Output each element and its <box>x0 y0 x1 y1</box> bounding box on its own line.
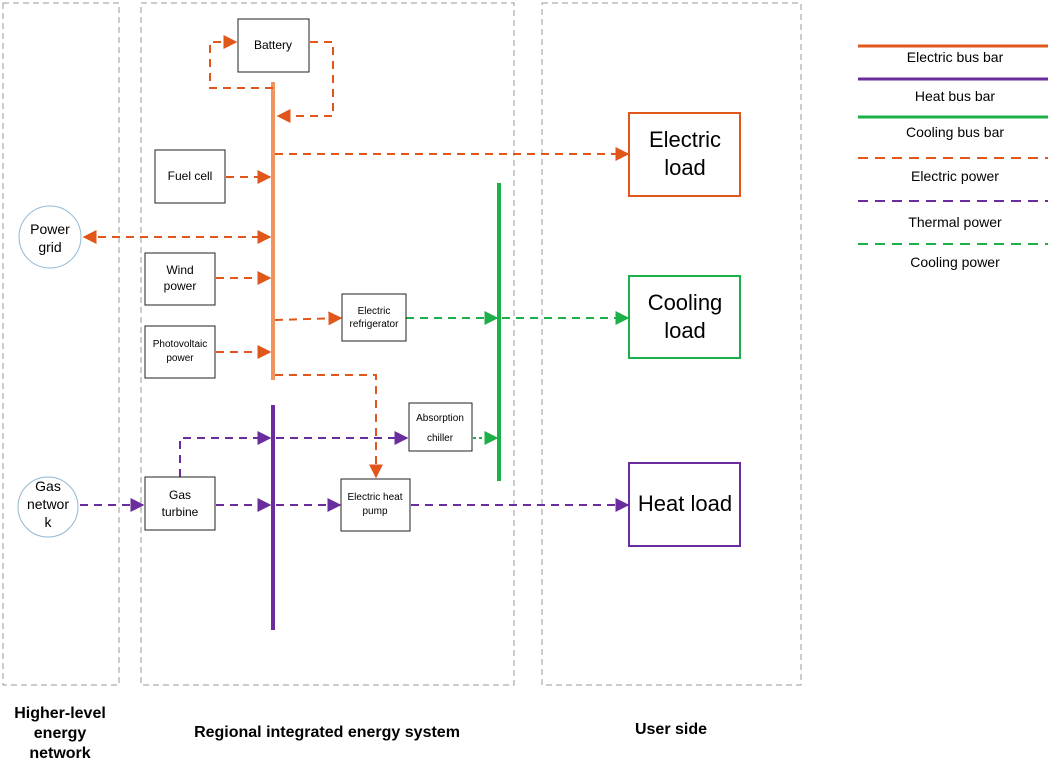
gas-turbine-box: Gas turbine <box>144 476 216 531</box>
battery-discharge-flow <box>276 41 334 123</box>
gas-turbine-label-line2: turbine <box>162 505 199 519</box>
electric-heat-pump-label-line2: pump <box>362 506 387 517</box>
electric-refrigerator-label-line1: Electric <box>358 306 391 317</box>
electric-heat-pump-box: Electric heat pump <box>340 478 411 532</box>
heat-load-box: Heat load <box>628 462 741 547</box>
electric-load-label-line1: Electric <box>649 127 721 152</box>
gas-network-label-line1: Gas <box>35 478 61 494</box>
photovoltaic-box: Photovoltaic power <box>144 325 216 379</box>
wind-power-box: Wind power <box>144 252 216 306</box>
electric-load-label-line2: load <box>664 155 706 180</box>
legend-electric-bus-label: Electric bus bar <box>907 49 1004 65</box>
absorption-chiller-label-line1: Absorption <box>416 413 464 424</box>
battery-charge-flow <box>209 35 273 89</box>
legend-electric-power-label: Electric power <box>911 168 999 184</box>
electric-heat-pump-label-line1: Electric heat <box>347 492 402 503</box>
photovoltaic-label-line2: power <box>166 353 194 364</box>
higher-level-region <box>2 2 120 686</box>
gas-network-label-line2: networ <box>27 496 69 512</box>
cooling-load-label-line1: Cooling <box>648 290 723 315</box>
fuel-cell-label: Fuel cell <box>168 169 213 183</box>
turbine-to-chiller-flow-a <box>179 431 272 477</box>
battery-box: Battery <box>237 18 310 73</box>
power-grid-label-line2: grid <box>38 239 61 255</box>
regional-system-region <box>140 2 515 686</box>
gas-network-label-line3: k <box>45 514 53 530</box>
legend-thermal-power-label: Thermal power <box>908 214 1002 230</box>
legend: Electric bus bar Heat bus bar Cooling bu… <box>858 44 1048 270</box>
heat-load-label: Heat load <box>638 491 732 516</box>
absorption-chiller-box: Absorption chiller <box>408 402 473 452</box>
wind-power-label-line2: power <box>164 279 197 293</box>
power-grid-label-line1: Power <box>30 221 70 237</box>
power-grid-node: Power grid <box>18 205 82 269</box>
cooling-load-box: Cooling load <box>628 275 741 359</box>
photovoltaic-label-line1: Photovoltaic <box>153 339 207 350</box>
higher-level-title: Higher-level energy network <box>14 705 106 762</box>
higher-level-title-line1: Higher-level <box>14 705 106 722</box>
legend-cooling-bus-label: Cooling bus bar <box>906 124 1004 140</box>
legend-cooling-power-label: Cooling power <box>910 254 1000 270</box>
higher-level-title-line2: energy <box>34 725 87 742</box>
higher-level-title-line3: network <box>29 745 90 762</box>
user-side-title: User side <box>635 721 707 738</box>
legend-heat-bus-label: Heat bus bar <box>915 88 995 104</box>
electric-to-refrigerator-flow <box>274 311 343 326</box>
user-side-region <box>541 2 802 686</box>
regional-system-title: Regional integrated energy system <box>194 724 460 741</box>
cooling-load-label-line2: load <box>664 318 706 343</box>
electric-refrigerator-box: Electric refrigerator <box>341 293 407 342</box>
gas-turbine-label-line1: Gas <box>169 488 191 502</box>
gas-network-node: Gas networ k <box>17 476 79 538</box>
wind-power-label-line1: Wind <box>166 263 193 277</box>
electric-to-heat-pump-flow <box>275 374 383 479</box>
electric-refrigerator-label-line2: refrigerator <box>350 319 400 330</box>
battery-label: Battery <box>254 38 292 52</box>
electric-load-box: Electric load <box>628 112 741 197</box>
fuel-cell-box: Fuel cell <box>154 149 226 204</box>
absorption-chiller-label-line2: chiller <box>427 433 454 444</box>
